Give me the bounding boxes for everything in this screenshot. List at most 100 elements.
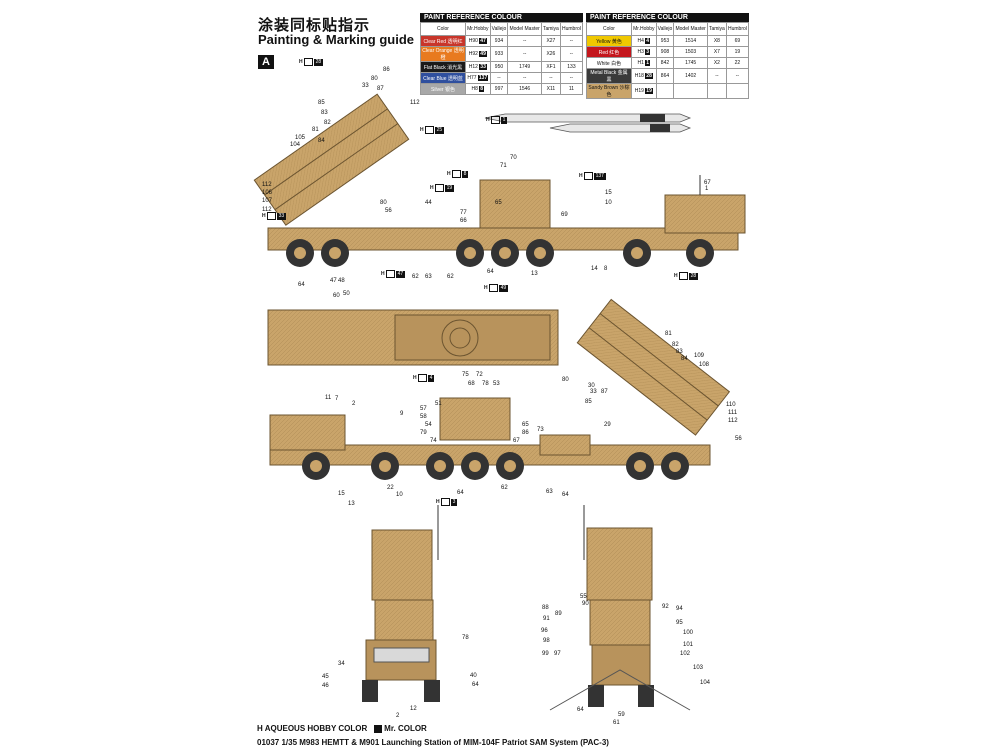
part-callout: 65 [495,200,502,206]
part-callout: 87 [377,86,384,92]
colour-swatch: Sandy Brown 沙棕色 [586,83,632,99]
col-vallejo: Vallejo [489,22,509,36]
part-callout: 84 [318,138,325,144]
part-callout: 9 [400,411,404,417]
part-callout: 50 [343,291,350,297]
mr-color-key-label: Mr. COLOR [384,724,427,733]
col-modelmaster: Model Master [507,22,542,36]
part-callout: 108 [699,362,710,368]
aqueous-marker: H [420,127,424,133]
part-callout: 13 [531,271,538,277]
aqueous-marker: H [447,171,451,177]
aqueous-marker: H [430,185,434,191]
colour-swatch: Metal Black 金属黑 [586,68,632,84]
col-humbrol: Humbrol [725,22,750,36]
rear-view [549,505,691,711]
part-callout: 78 [482,381,489,387]
part-callout: 83 [676,349,683,355]
part-callout: 112 [728,418,738,424]
part-callout: 106 [262,190,273,196]
part-callout: 14 [591,266,598,272]
part-callout: 67 [513,438,520,444]
aqueous-code-box [440,498,450,506]
part-callout: 12 [410,706,417,712]
panel-label: A [258,55,274,69]
paint-table-right: PAINT REFERENCE COLOUR Color Mr.Hobby Va… [586,13,750,99]
part-callout: 51 [435,401,442,407]
mr-color-code: 49 [498,284,509,292]
paint-table-caption: PAINT REFERENCE COLOUR [420,13,583,22]
part-callout: 64 [562,492,569,498]
part-callout: 104 [290,142,301,148]
part-callout: 56 [735,436,742,442]
aqueous-key-label: AQUEOUS HOBBY COLOR [264,724,368,733]
part-callout: 15 [338,491,345,497]
aqueous-marker: H [674,273,678,279]
part-callout: 112 [262,182,272,188]
part-callout: 57 [420,406,427,412]
part-callout: 107 [262,198,273,204]
aqueous-marker: H [436,499,440,505]
side-view-2 [269,397,711,480]
aqueous-code-box [424,126,434,134]
part-callout: 8 [604,266,608,272]
mr-color-key-marker [373,724,382,733]
part-callout: 58 [420,414,427,420]
part-callout: 104 [700,680,711,686]
guide-title-en: Painting & Marking guide [258,32,415,47]
part-callout: 64 [457,490,464,496]
paint-table-left: PAINT REFERENCE COLOUR Color Mr.Hobby Va… [420,13,584,95]
part-callout: 15 [605,190,612,196]
part-callout: 2 [352,401,356,407]
aqueous-code-box [434,184,444,192]
part-callout: 73 [537,427,544,433]
part-callout: 1 [705,186,709,192]
vallejo-code [655,83,675,99]
aqueous-code-box [451,170,461,178]
paint-table-caption: PAINT REFERENCE COLOUR [586,13,749,22]
part-callout: 77 [460,210,467,216]
aqueous-marker: H [299,59,303,65]
part-callout: 80 [380,200,387,206]
part-callout: 90 [582,601,589,607]
part-callout: 100 [683,630,694,636]
aqueous-code-box [385,270,395,278]
part-callout: 7 [335,396,339,402]
part-callout: 66 [460,218,467,224]
mrhobby-code: H4 4 [631,35,657,47]
part-callout: 55 [580,594,587,600]
part-callout: 97 [554,651,561,657]
part-callout: 62 [447,274,454,280]
part-callout: 70 [510,155,517,161]
colour-swatch: Silver 银色 [420,83,466,95]
part-callout: 112 [410,100,420,106]
col-tamiya: Tamiya [706,22,727,36]
aqueous-code-box [417,374,427,382]
part-callout: 92 [662,604,669,610]
color-key: H AQUEOUS HOBBY COLOR Mr. COLOR [257,724,427,733]
part-callout: 30 [588,383,595,389]
part-callout: 95 [676,620,683,626]
part-callout: 80 [371,76,378,82]
tamiya-code: X11 [540,83,561,95]
part-callout: 83 [321,110,328,116]
col-color: Color [586,22,632,36]
aqueous-code-box [266,212,276,220]
part-callout: 88 [542,605,549,611]
part-callout: 61 [613,720,620,726]
part-callout: 87 [601,389,608,395]
aqueous-code-box [678,272,688,280]
vallejo-code: 997 [489,83,509,95]
part-callout: 69 [561,212,568,218]
part-callout: 79 [420,430,427,436]
front-view [362,505,440,702]
part-callout: 54 [425,422,432,428]
part-callout: 99 [542,651,549,657]
